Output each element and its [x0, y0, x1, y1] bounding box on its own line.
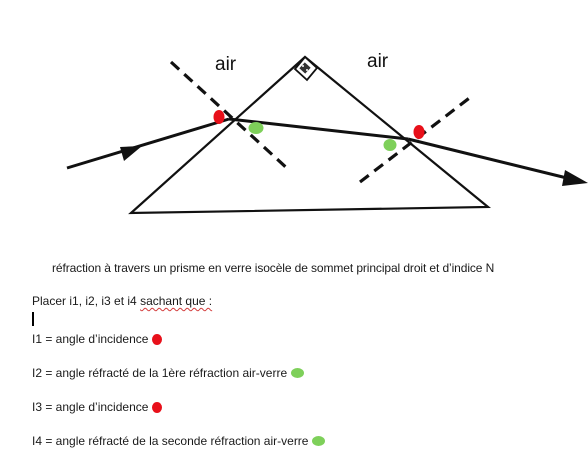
text-cursor [32, 312, 34, 326]
green-dot-icon [291, 368, 305, 378]
definition-i2: I2 = angle réfracté de la 1ère réfractio… [32, 366, 305, 380]
definition-i2-text: I2 = angle réfracté de la 1ère réfractio… [32, 366, 288, 380]
angle-marker-i1 [213, 110, 225, 124]
definition-i1-text: I1 = angle d’incidence [32, 332, 149, 346]
red-dot-icon [152, 401, 163, 413]
right-angle-marker [293, 55, 319, 82]
instruction-spellcheck-underlined: sachant que : [140, 294, 213, 308]
definition-i1: I1 = angle d’incidence [32, 332, 163, 346]
definition-i4: I4 = angle réfracté de la seconde réfrac… [32, 434, 326, 448]
emergent-ray-arrowhead [562, 170, 588, 186]
instruction-text: Placer i1, i2, i3 et i4 sachant que : [32, 294, 212, 308]
normal-line-right [359, 94, 473, 184]
angle-marker-i4 [413, 125, 425, 139]
green-dot-icon [312, 436, 326, 446]
diagram-caption: réfraction à travers un prisme en verre … [52, 261, 495, 275]
red-dot-icon [152, 333, 163, 345]
air-label-right: air [367, 51, 389, 72]
angle-marker-i3 [383, 139, 397, 151]
definition-i4-text: I4 = angle réfracté de la seconde réfrac… [32, 434, 309, 448]
instruction-prefix: Placer i1, i2, i3 et i4 [32, 294, 141, 308]
normal-line-left [169, 60, 291, 172]
angle-marker-i2 [248, 122, 264, 134]
definition-i3: I3 = angle d’incidence [32, 400, 163, 414]
emergent-ray [407, 137, 576, 182]
prism-triangle [128, 55, 492, 215]
incident-ray-arrowhead [120, 146, 142, 161]
prism-diagram: air air [66, 51, 588, 215]
definition-i3-text: I3 = angle d’incidence [32, 400, 149, 414]
incident-ray [66, 117, 230, 170]
air-label-left: air [215, 54, 237, 75]
refracted-ray-inside [228, 117, 409, 141]
